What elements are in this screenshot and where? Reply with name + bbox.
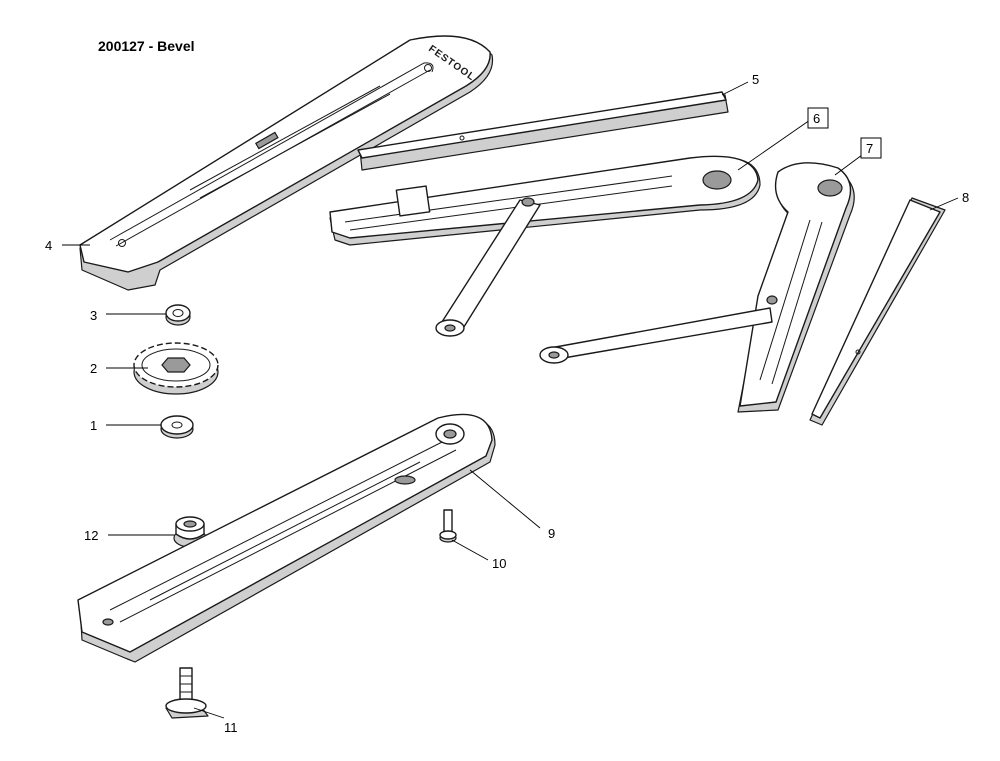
- callout-7: 7: [866, 141, 873, 156]
- part-5-strip[interactable]: [357, 91, 729, 171]
- part-11-bolt[interactable]: [165, 667, 209, 719]
- callout-7-box: [860, 137, 882, 159]
- diagram-title: 200127 - Bevel: [98, 38, 195, 54]
- callout-1: 1: [90, 418, 97, 433]
- part-10-screw[interactable]: [439, 509, 457, 543]
- callout-10: 10: [492, 556, 506, 571]
- part-8-channel-strip[interactable]: [809, 197, 946, 426]
- part-1-washer[interactable]: [160, 415, 194, 439]
- part-3-nut[interactable]: [165, 304, 191, 326]
- part-9-base-rail[interactable]: [77, 413, 496, 663]
- callout-6-box: [807, 107, 829, 129]
- callout-8: 8: [962, 190, 969, 205]
- callout-12: 12: [84, 528, 98, 543]
- callout-11: 11: [224, 720, 238, 735]
- callout-4: 4: [45, 238, 52, 253]
- callout-3: 3: [90, 308, 97, 323]
- callout-5: 5: [752, 72, 759, 87]
- part-4-guide-bar[interactable]: FESTOOL: [79, 35, 494, 291]
- callout-2: 2: [90, 361, 97, 376]
- callout-6: 6: [813, 111, 820, 126]
- callout-9: 9: [548, 526, 555, 541]
- part-6-arm-assembly[interactable]: [329, 155, 761, 337]
- part-2-knurled-knob[interactable]: [133, 342, 219, 395]
- part-7-arm-assembly[interactable]: [539, 162, 855, 413]
